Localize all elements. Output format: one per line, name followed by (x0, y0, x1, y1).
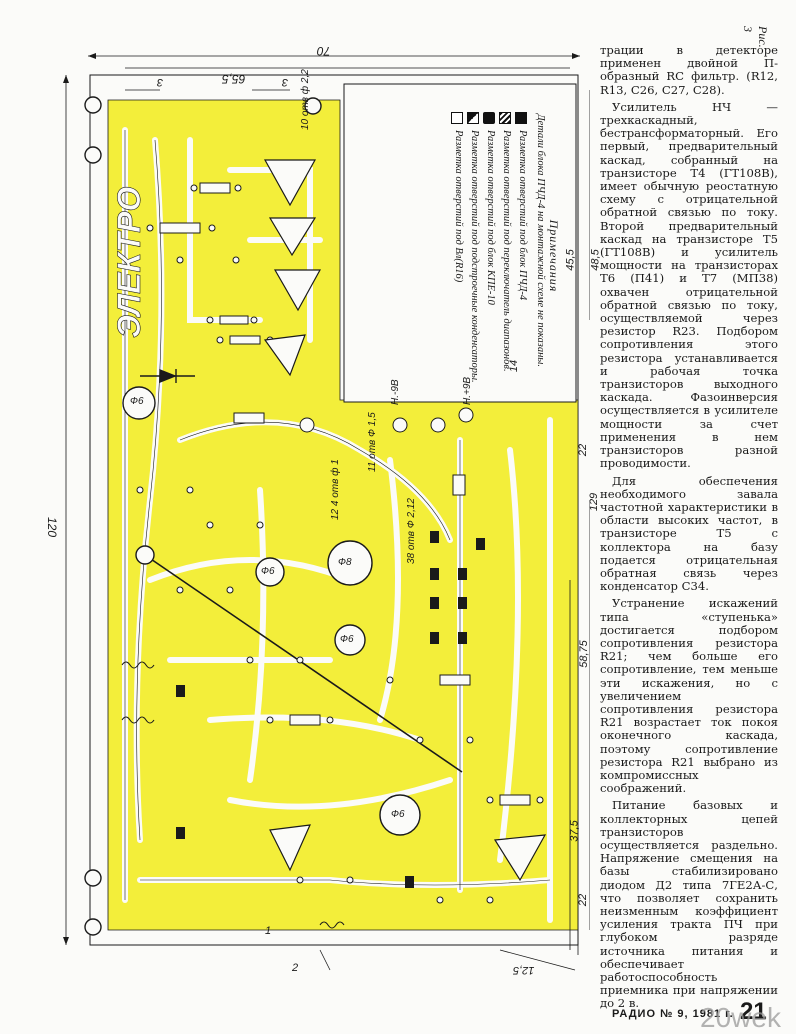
dim-height-total: 120 (45, 516, 60, 538)
legend-swatch-icon (499, 112, 511, 124)
dim-right-margin: 3 (282, 76, 289, 88)
legend-swatch-icon (451, 112, 463, 124)
magazine-footer: РАДИО № 9, 1981 г. (612, 1008, 734, 1020)
page-number: 21 (740, 998, 767, 1025)
hole-label-8: Ф6 (340, 634, 354, 645)
notes-title: Примечания (547, 219, 561, 293)
article-paragraph: Усилитель НЧ — трехкаскадный, бестрансфо… (600, 99, 778, 471)
hole-label-7: 11 отв Ф 1,5 (367, 412, 378, 472)
dim-width-total: 70 (317, 44, 331, 58)
article-paragraph: трации в детекторе применен двойной П-об… (600, 43, 778, 97)
legend-row: Разметка отверстий под блок КПЕ-10 (483, 112, 496, 400)
dim-d1: 45,5 (564, 249, 577, 271)
hole-label-3: 12 4 отв ф 1 (330, 459, 341, 520)
legend-text: Разметка отверстий под блок КПЕ-10 (485, 130, 496, 305)
pcb-drawing: ЭЛЕКТРО 70 65,5 3 3 120 45,5 48,5 14 22 … (30, 20, 602, 990)
article-paragraph: Устранение искажений типа «ступенька» до… (600, 596, 778, 796)
dim-bottom-left: 2 (292, 962, 299, 974)
dim-d7: 37,5 (568, 820, 581, 842)
legend-row: Разметка отверстий под блок ПЧД-4 (515, 112, 528, 400)
hole-label-2: Ф6 (130, 396, 144, 407)
dim-d6: 58,75 (577, 640, 590, 668)
notes-subtitle: Детали блока ПЧД-4 на монтажной схеме не… (535, 114, 546, 368)
legend-swatch-icon (467, 112, 479, 124)
hole-label-5: Ф6 (261, 566, 275, 577)
dim-side-left: 1 (265, 925, 272, 937)
legend-swatch-icon (515, 112, 527, 124)
dim-d5: 129 (588, 492, 601, 512)
legend-row: Разметка отверстий под переключатель диа… (499, 112, 512, 400)
legend-row: Разметка отверстий под Вл(R16) (451, 112, 464, 400)
dim-bottom-right: 12,5 (513, 964, 535, 976)
watermark: 20wek (700, 1002, 781, 1033)
legend-text: Разметка отверстий под переключатель диа… (501, 130, 512, 372)
hole-label-9: Ф6 (391, 809, 405, 820)
notes-box: Примечания Детали блока ПЧД-4 на монтажн… (376, 106, 566, 406)
dim-width-inner: 65,5 (222, 72, 246, 86)
dim-left-margin: 3 (157, 76, 164, 88)
dim-d8: 22 (577, 893, 590, 907)
legend-text: Разметка отверстий под Вл(R16) (453, 130, 464, 283)
dim-d4: 22 (577, 443, 590, 457)
hole-label-4: Ф8 (338, 557, 352, 568)
hole-label-1: 10 отв ф 2,2 (300, 69, 311, 130)
article-text: трации в детекторе применен двойной П-об… (600, 43, 778, 1015)
article-paragraph: Питание базовых и коллекторных цепей тра… (600, 798, 778, 1011)
hole-label-6: 38 отв Ф 2,12 (406, 498, 417, 564)
article-paragraph: Для обеспечения необходимого завала част… (600, 473, 778, 594)
pcb-board-svg: ЭЛЕКТРО (63, 53, 590, 971)
legend-text: Разметка отверстий под подстроечные конд… (469, 130, 480, 383)
legend-swatch-icon (483, 112, 495, 124)
legend-row: Разметка отверстий под подстроечные конд… (467, 112, 480, 400)
legend-text: Разметка отверстий под блок ПЧД-4 (517, 130, 528, 301)
brand-logo: ЭЛЕКТРО (111, 187, 147, 338)
